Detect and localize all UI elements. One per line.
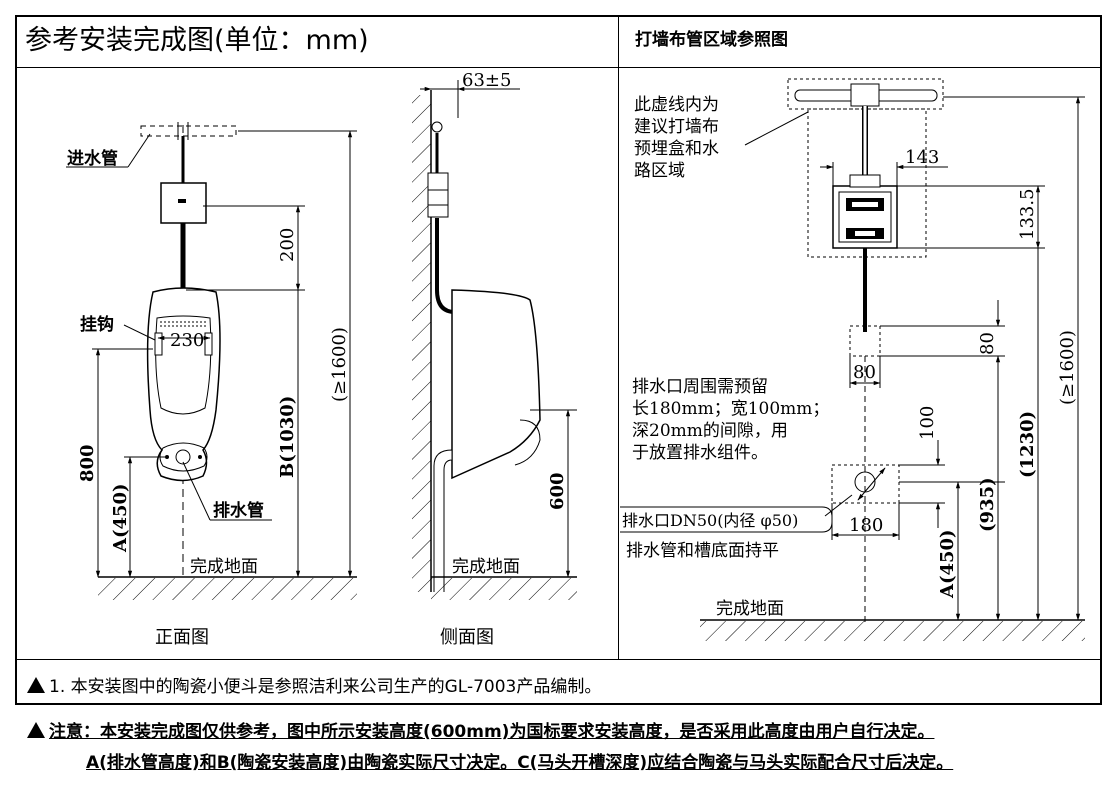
footnote-text: 1. 本安装图中的陶瓷小便斗是参照洁利来公司生产的GL-7003产品编制。 <box>49 677 602 697</box>
drain-outlet-label: 排水口DN50(内径 φ50) <box>622 511 798 530</box>
side-view-caption: 侧面图 <box>440 627 494 648</box>
dim-1600-front: (≥1600) <box>329 327 350 402</box>
dim-600: 600 <box>547 472 568 510</box>
panel-divider <box>618 15 619 660</box>
footnote-divider <box>15 659 1102 660</box>
drawing-title: 参考安装完成图(单位：mm) <box>25 25 369 56</box>
dim-143: 143 <box>905 147 939 168</box>
dashed-area-note-3: 预埋盒和水 <box>634 139 719 159</box>
notice-text-1: 注意：本安装完成图仅供参考，图中所示安装高度(600mm)为国标要求安装高度，是… <box>49 722 935 742</box>
dashed-area-note-4: 路区域 <box>634 161 685 181</box>
dim-800: 800 <box>77 444 98 482</box>
drawing-frame <box>15 15 1102 705</box>
warning-icon <box>27 676 45 693</box>
dim-935: (935) <box>977 477 998 532</box>
warning-icon <box>27 721 45 738</box>
side-view <box>412 80 577 600</box>
dim-230: 230 <box>170 330 204 351</box>
dim-180: 180 <box>849 515 883 536</box>
drain-gap-note-3: 深20mm的间隙，用 <box>632 421 788 441</box>
hook-label: 挂钩 <box>80 314 114 335</box>
drain-pipe-label: 排水管 <box>213 500 264 521</box>
floor-label-wall: 完成地面 <box>716 599 784 619</box>
inlet-pipe-label: 进水管 <box>67 148 118 169</box>
floor-label-front: 完成地面 <box>190 557 258 577</box>
drain-gap-note-1: 排水口周围需预留 <box>632 377 768 397</box>
front-view-caption: 正面图 <box>155 627 209 648</box>
dim-a450-wall: A(450) <box>937 529 958 599</box>
wall-panel-title: 打墙布管区域参照图 <box>635 30 788 50</box>
front-view <box>66 122 357 600</box>
dashed-area-note-1: 此虚线内为 <box>634 95 719 115</box>
dim-1230: (1230) <box>1017 411 1038 478</box>
dim-100: 100 <box>917 406 938 440</box>
dim-80-vertical: 80 <box>977 332 998 355</box>
dim-b1030: B(1030) <box>277 396 298 478</box>
drain-gap-note-4: 于放置排水组件。 <box>632 443 768 463</box>
dim-133-5: 133.5 <box>1017 188 1038 240</box>
dim-a450: A(450) <box>110 483 131 553</box>
wall-diagram <box>620 78 1085 641</box>
notice-line-2: A(排水管高度)和B(陶瓷安装高度)由陶瓷实际尺寸决定。C(马头开槽深度)应结合… <box>86 753 954 773</box>
notice-line-1: 注意：本安装完成图仅供参考，图中所示安装高度(600mm)为国标要求安装高度，是… <box>27 717 934 742</box>
dim-200: 200 <box>277 228 298 262</box>
title-divider <box>15 67 1102 68</box>
footnote: 1. 本安装图中的陶瓷小便斗是参照洁利来公司生产的GL-7003产品编制。 <box>27 672 601 697</box>
drain-gap-note-2: 长180mm；宽100mm； <box>632 399 829 419</box>
dim-1600-wall: (≥1600) <box>1057 330 1078 405</box>
floor-label-side: 完成地面 <box>452 557 520 577</box>
level-note: 排水管和槽底面持平 <box>626 541 779 561</box>
dim-63: 63±5 <box>462 70 511 91</box>
dim-80-horizontal: 80 <box>853 362 876 383</box>
dashed-area-note-2: 建议打墙布 <box>634 117 719 137</box>
